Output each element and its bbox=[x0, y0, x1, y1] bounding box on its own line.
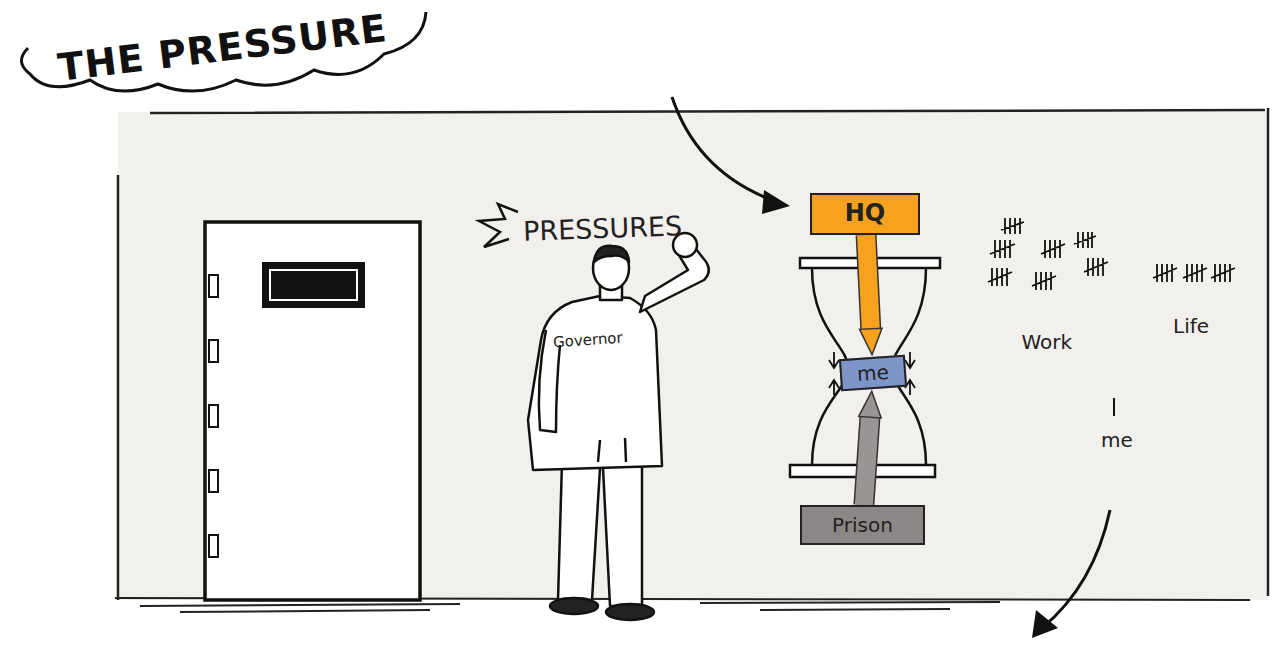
raised-arm bbox=[640, 244, 709, 312]
hinge bbox=[209, 340, 218, 362]
hair bbox=[594, 246, 629, 262]
burst-mark bbox=[479, 204, 518, 247]
arrow-head bbox=[859, 391, 881, 418]
pointer-arrow bbox=[672, 97, 780, 203]
pointer-arrow bbox=[1042, 510, 1110, 628]
wall-edge bbox=[118, 108, 1268, 600]
hinge bbox=[209, 405, 218, 427]
tally-label: me bbox=[1101, 428, 1133, 452]
pointer-arrowhead bbox=[1032, 610, 1058, 638]
hinge bbox=[209, 470, 218, 492]
squeeze-marks bbox=[829, 352, 915, 395]
arrow-outline bbox=[866, 235, 871, 329]
block-arrow bbox=[860, 235, 882, 355]
leg bbox=[558, 462, 600, 600]
tally-label: Work bbox=[1022, 330, 1073, 354]
cell-door bbox=[205, 222, 420, 600]
block-arrow bbox=[859, 391, 881, 505]
shoe bbox=[550, 598, 598, 614]
box-text: HQ bbox=[845, 201, 886, 226]
door-slot-frame bbox=[270, 270, 357, 300]
door-hinges bbox=[209, 275, 218, 557]
pointer-arrowhead bbox=[762, 190, 790, 214]
box-text: Prison bbox=[832, 515, 893, 536]
governor-figure bbox=[528, 233, 709, 620]
leg bbox=[603, 462, 642, 606]
labelled-box: HQ bbox=[810, 193, 920, 235]
hinge bbox=[209, 535, 218, 557]
shoe bbox=[606, 604, 654, 620]
hourglass-glass bbox=[812, 268, 926, 465]
head bbox=[593, 246, 629, 290]
door-slot bbox=[262, 262, 365, 308]
arrow-head bbox=[860, 328, 882, 355]
shout-text: PRESSURES bbox=[522, 210, 682, 247]
arrow-outline bbox=[864, 417, 870, 505]
box-text: me bbox=[856, 361, 889, 384]
labelled-box: me bbox=[839, 355, 907, 392]
arrow-shaft bbox=[866, 235, 871, 329]
wall bbox=[118, 112, 1268, 600]
tally-label: Life bbox=[1173, 314, 1209, 338]
coat bbox=[528, 296, 662, 470]
arrow-shaft bbox=[864, 417, 870, 505]
hourglass-top bbox=[800, 258, 940, 268]
tally-marks bbox=[988, 218, 1235, 290]
tick-line bbox=[1113, 398, 1115, 416]
coat-vent bbox=[598, 438, 626, 462]
hinge bbox=[209, 275, 218, 297]
hourglass-base bbox=[790, 465, 935, 477]
labelled-box: Prison bbox=[800, 505, 925, 545]
hourglass bbox=[790, 258, 940, 477]
